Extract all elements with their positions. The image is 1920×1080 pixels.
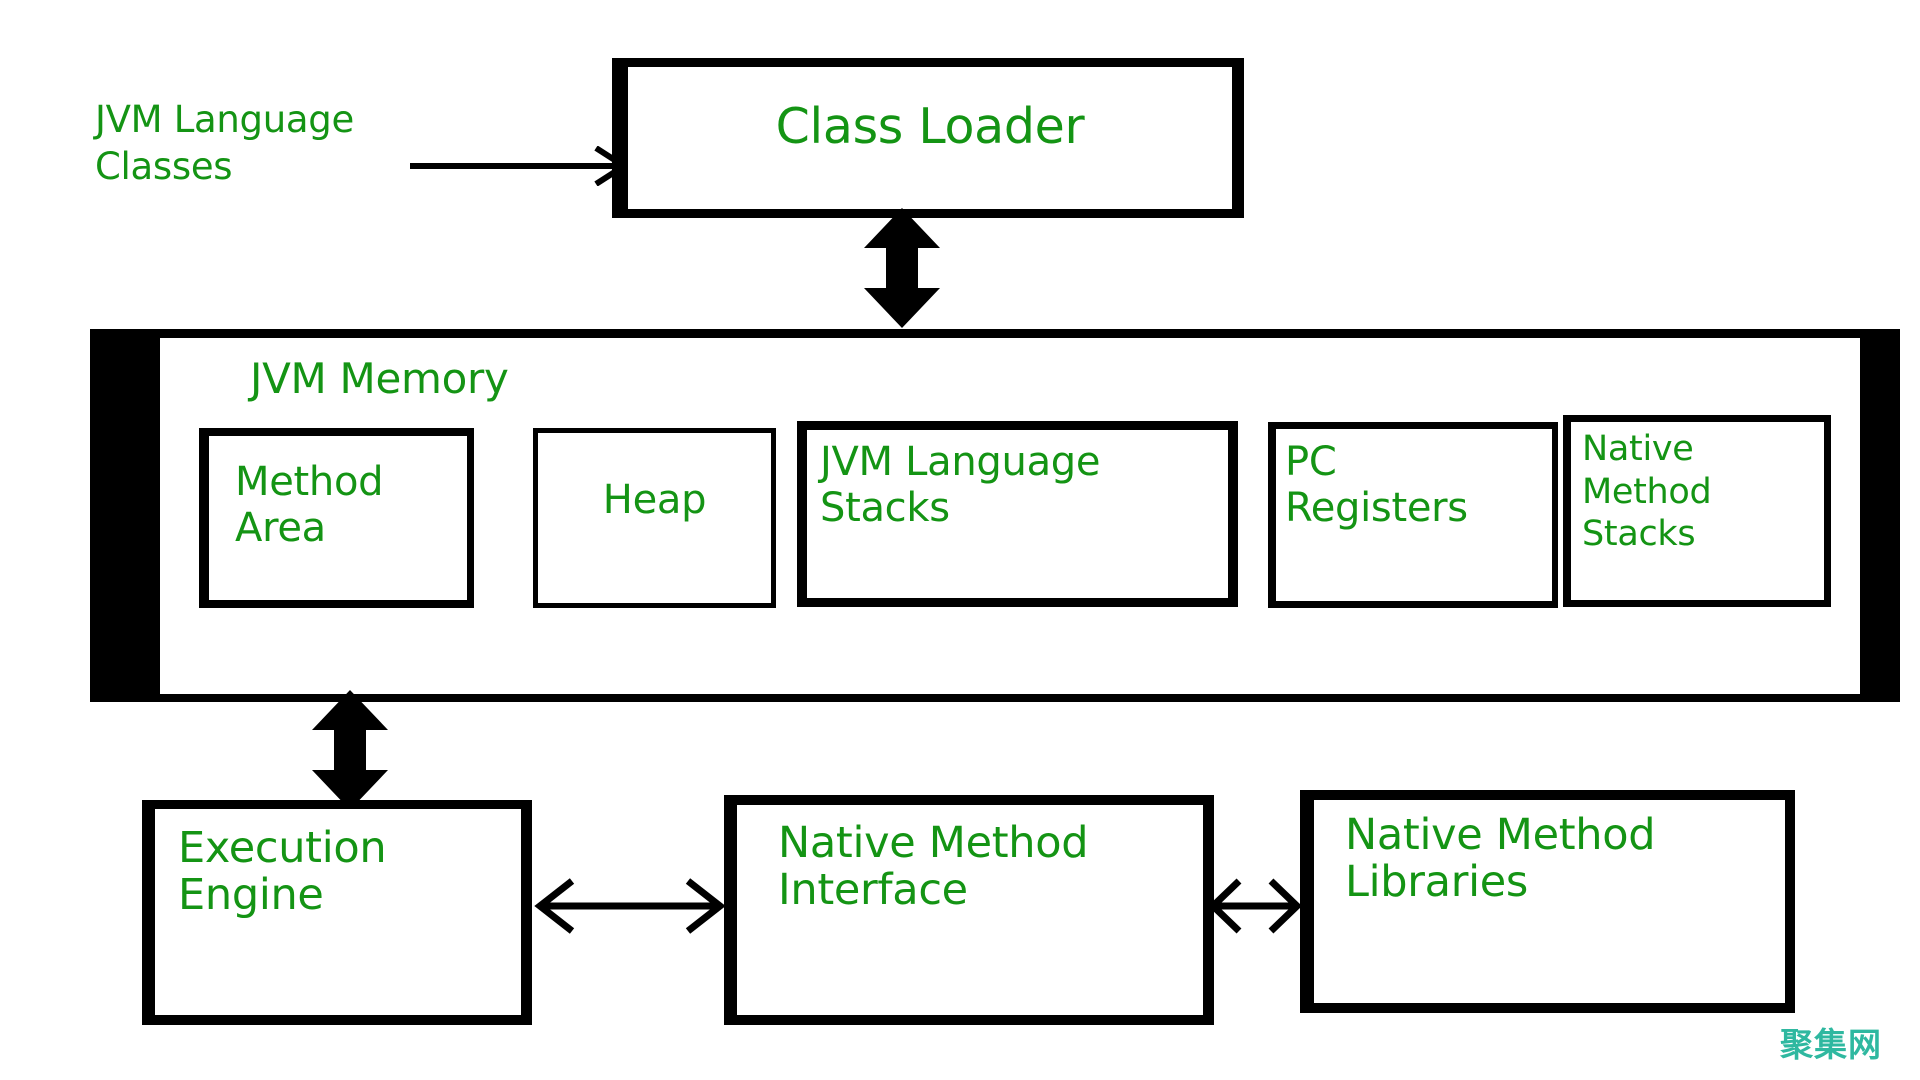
execution-engine-box[interactable]	[152, 806, 524, 1018]
native-method-libraries-label: Native Method Libraries	[1345, 810, 1656, 908]
class-loader-box[interactable]	[626, 65, 1234, 211]
native-method-stacks-label: Native Method Stacks	[1582, 429, 1712, 555]
class-loader-label: Class Loader	[775, 98, 1085, 155]
pc-registers-label: PC Registers	[1285, 439, 1468, 531]
jvm-language-stacks-box[interactable]	[805, 428, 1230, 600]
jvm-memory-title: JVM Memory	[250, 354, 509, 403]
heap-label: Heap	[602, 477, 707, 523]
double-arrow-execution-engine-to-native-method-interface-icon	[534, 878, 726, 934]
method-area-label: Method Area	[235, 459, 384, 551]
native-method-stacks-box[interactable]	[1569, 420, 1826, 602]
double-arrow-class-loader-to-jvm-memory-icon	[864, 208, 940, 328]
native-method-interface-label: Native Method Interface	[778, 818, 1089, 916]
execution-engine-label: Execution Engine	[178, 823, 387, 921]
double-arrow-jvm-memory-to-execution-engine-icon	[312, 690, 388, 810]
double-arrow-native-method-interface-to-libraries-icon	[1207, 878, 1303, 934]
arrow-classes-to-class-loader-icon	[410, 146, 630, 186]
watermark-logo: 聚集网	[1780, 1025, 1882, 1064]
pc-registers-box[interactable]	[1274, 427, 1554, 603]
heap-box[interactable]	[536, 431, 773, 605]
label-jvm-language-classes: JVM Language Classes	[95, 98, 354, 189]
native-method-interface-box[interactable]	[734, 802, 1206, 1018]
method-area-box[interactable]	[207, 434, 469, 602]
native-method-libraries-box[interactable]	[1311, 797, 1788, 1006]
jvm-language-stacks-label: JVM Language Stacks	[820, 439, 1101, 531]
